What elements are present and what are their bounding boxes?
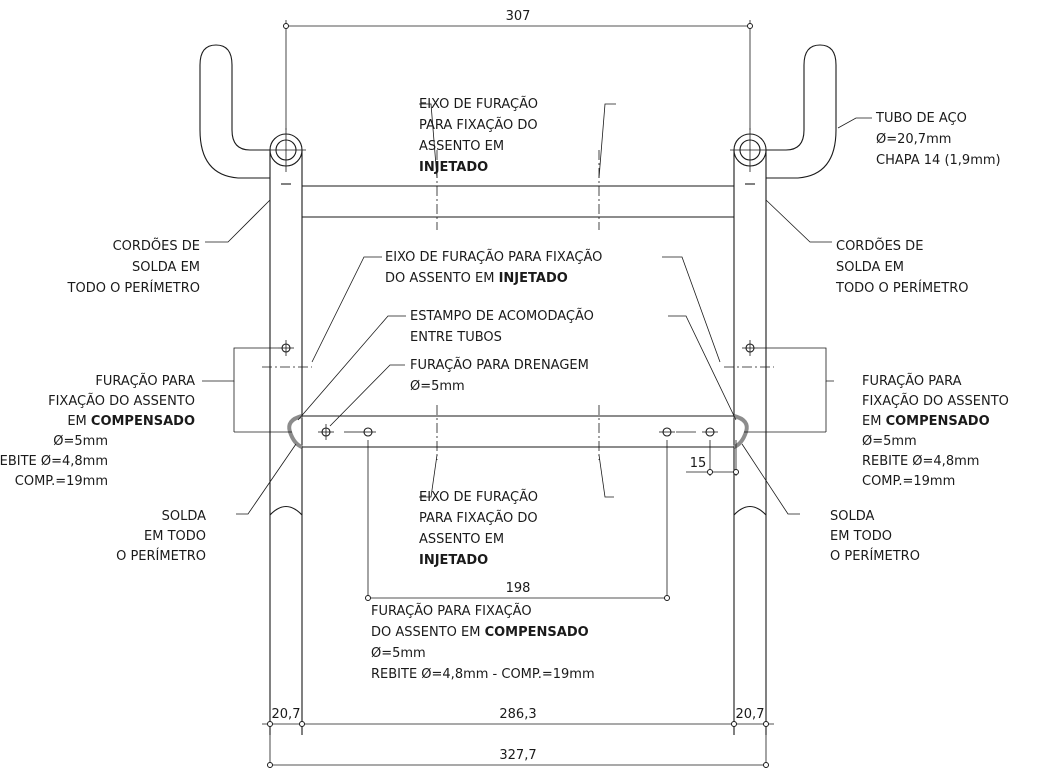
dim-307-text: 307 [506,9,531,24]
left-tube-bottom-cap [269,505,303,516]
solda-right-line1: SOLDA [830,509,875,524]
right-handle-outer [766,44,837,179]
weld-right-line3: TODO O PERÍMETRO [835,280,968,296]
comp-right-line6: COMP.=19mm [862,474,955,489]
annotation-solda-right: SOLDA EM TODO O PERÍMETRO [830,509,920,564]
tube-spec-line2: Ø=20,7mm [876,132,951,147]
comp-right-line5: REBITE Ø=4,8mm [862,454,979,469]
drain-line2: Ø=5mm [410,379,465,394]
annotation-solda-left: SOLDA EM TODO O PERÍMETRO [116,509,206,564]
comp-right-line3: EM COMPENSADO [862,414,990,429]
dimension-15: 15 [686,440,739,476]
comp-left-line2: FIXAÇÃO DO ASSENTO [48,393,195,409]
axis-top-bold: INJETADO [419,160,488,175]
left-weld-stamp [287,414,303,449]
weld-left-line3: TODO O PERÍMETRO [67,280,200,296]
annotation-comp-left: FURAÇÃO PARA FIXAÇÃO DO ASSENTO EM COMPE… [0,373,195,489]
solda-right-line2: EM TODO [830,529,892,544]
comp-left-line3: EM COMPENSADO [67,414,195,429]
annotation-weld-beads-right: CORDÕES DE SOLDA EM TODO O PERÍMETRO [835,238,968,296]
weld-left-line2: SOLDA EM [132,260,200,275]
axis-top-line2: PARA FIXAÇÃO DO [419,117,538,133]
dim-198-text: 198 [506,581,531,596]
right-tube-bottom-cap [733,505,767,516]
bottom-cross-tube [287,405,749,460]
leaders [202,103,872,515]
solda-left-line2: EM TODO [144,529,206,544]
annotation-axis-mid: EIXO DE FURAÇÃO PARA FIXAÇÃO DO ASSENTO … [385,249,602,286]
top-cross-tube [302,150,734,230]
axis-top-line1: EIXO DE FURAÇÃO [419,96,538,112]
axis-mid-line1: EIXO DE FURAÇÃO PARA FIXAÇÃO [385,249,602,265]
comp-left-line6: COMP.=19mm [15,474,108,489]
solda-left-line1: SOLDA [162,509,207,524]
drain-line1: FURAÇÃO PARA DRENAGEM [410,357,589,373]
comp-right-line4: Ø=5mm [862,434,917,449]
comp-center-line4: REBITE Ø=4,8mm - COMP.=19mm [371,667,595,682]
comp-left-line1: FURAÇÃO PARA [95,373,195,389]
axis-bottom-line2: PARA FIXAÇÃO DO [419,510,538,526]
dim-tube-left-text: 20,7 [272,707,301,722]
axis-bottom-line1: EIXO DE FURAÇÃO [419,489,538,505]
axis-top-line3: ASSENTO EM [419,139,504,154]
dimension-198: 198 [365,440,670,601]
weld-right-line2: SOLDA EM [836,260,904,275]
solda-right-line3: O PERÍMETRO [830,548,920,564]
dim-tube-right-text: 20,7 [736,707,765,722]
comp-center-line3: Ø=5mm [371,646,426,661]
dim-15-text: 15 [690,456,707,471]
right-tube-assembly [730,44,837,735]
tube-spec-line3: CHAPA 14 (1,9mm) [876,153,1001,168]
comp-right-line1: FURAÇÃO PARA [862,373,962,389]
annotation-weld-beads-left: CORDÕES DE SOLDA EM TODO O PERÍMETRO [67,238,200,296]
annotation-comp-center: FURAÇÃO PARA FIXAÇÃO DO ASSENTO EM COMPE… [371,603,595,682]
comp-left-line5: REBITE Ø=4,8mm [0,454,108,469]
solda-left-line3: O PERÍMETRO [116,548,206,564]
dimension-bottom: 20,7 286,3 20,7 327,7 [262,707,774,768]
upright-side-holes [262,340,774,368]
comp-right-line2: FIXAÇÃO DO ASSENTO [862,393,1009,409]
annotation-axis-bottom: EIXO DE FURAÇÃO PARA FIXAÇÃO DO ASSENTO … [419,489,538,568]
axis-mid-line2: DO ASSENTO EM INJETADO [385,271,568,286]
axis-bottom-line3: ASSENTO EM [419,532,504,547]
weld-left-line1: CORDÕES DE [113,238,200,254]
right-tube-body [733,150,767,735]
comp-left-line4: Ø=5mm [53,434,108,449]
annotation-comp-right: FURAÇÃO PARA FIXAÇÃO DO ASSENTO EM COMPE… [862,373,1009,489]
annotation-stamp: ESTAMPO DE ACOMODAÇÃO ENTRE TUBOS [410,308,594,345]
dim-286-text: 286,3 [499,707,536,722]
stamp-line2: ENTRE TUBOS [410,330,502,345]
axis-bottom-bold: INJETADO [419,553,488,568]
weld-right-line1: CORDÕES DE [836,238,923,254]
dimension-307: 307 [283,9,753,130]
dim-327-text: 327,7 [499,748,536,763]
left-handle-outer [199,44,270,179]
left-tube-body [269,150,303,735]
annotation-tube-spec: TUBO DE AÇO Ø=20,7mm CHAPA 14 (1,9mm) [875,111,1001,168]
comp-center-line1: FURAÇÃO PARA FIXAÇÃO [371,603,532,619]
stamp-line1: ESTAMPO DE ACOMODAÇÃO [410,308,594,324]
annotation-axis-top: EIXO DE FURAÇÃO PARA FIXAÇÃO DO ASSENTO … [419,96,538,175]
tube-spec-line1: TUBO DE AÇO [875,111,967,126]
comp-center-line2: DO ASSENTO EM COMPENSADO [371,625,589,640]
annotation-drain: FURAÇÃO PARA DRENAGEM Ø=5mm [410,357,589,394]
left-tube-assembly [199,44,306,735]
